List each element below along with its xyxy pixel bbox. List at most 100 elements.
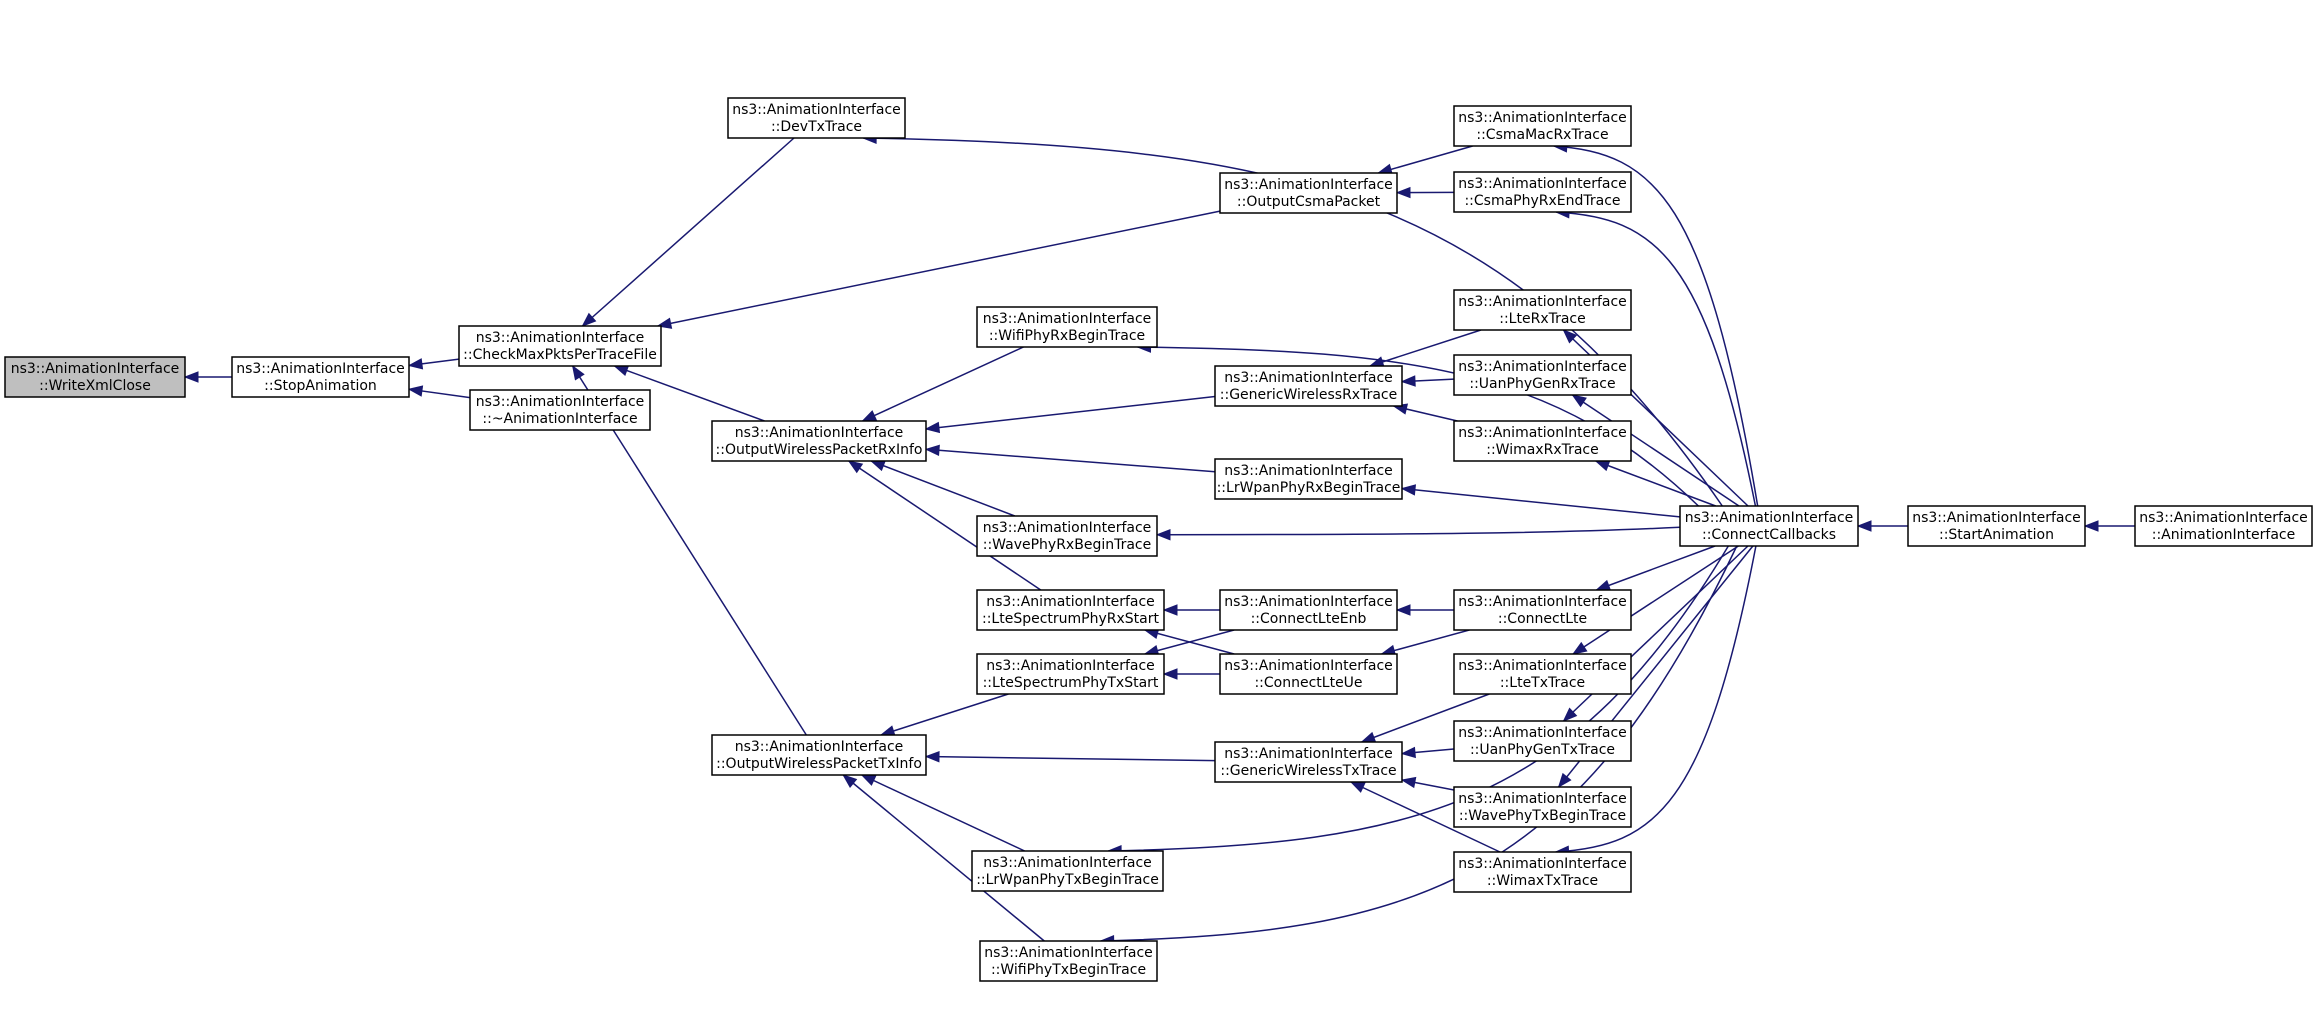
- node-method-label: ::OutputWirelessPacketTxInfo: [716, 756, 922, 772]
- node-box: [2134, 505, 2313, 547]
- node-class-label: ns3::AnimationInterface: [1224, 594, 1393, 610]
- node-lterx[interactable]: ns3::AnimationInterface::LteRxTrace: [1453, 289, 1632, 331]
- node-ctor[interactable]: ns3::AnimationInterface::AnimationInterf…: [2134, 505, 2313, 547]
- node-box: [976, 306, 1158, 348]
- node-genwrx[interactable]: ns3::AnimationInterface::GenericWireless…: [1214, 365, 1403, 407]
- edge-uantx-to-genwtx: [1400, 746, 1455, 759]
- edge-conlte-to-conlteenb: [1395, 604, 1454, 616]
- node-destructor[interactable]: ns3::AnimationInterface::~AnimationInter…: [469, 389, 651, 431]
- node-ltespectx[interactable]: ns3::AnimationInterface::LteSpectrumPhyT…: [976, 653, 1165, 695]
- node-method-label: ::LrWpanPhyTxBeginTrace: [976, 872, 1159, 888]
- edge-line: [925, 448, 1216, 473]
- node-class-label: ns3::AnimationInterface: [1458, 658, 1627, 674]
- edge-ltetx-to-genwtx: [1360, 693, 1490, 743]
- node-method-label: ::GenericWirelessRxTrace: [1220, 387, 1397, 403]
- node-ltespecrx[interactable]: ns3::AnimationInterface::LteSpectrumPhyR…: [976, 589, 1165, 631]
- edge-concb-to-lrwpantx: [1106, 545, 1729, 857]
- node-box: [1219, 589, 1398, 631]
- node-conlteue[interactable]: ns3::AnimationInterface::ConnectLteUe: [1219, 653, 1398, 695]
- edge-line: [1378, 145, 1473, 174]
- edge-wimaxrx-to-genwrx: [1392, 403, 1458, 422]
- arrowhead: [571, 364, 585, 381]
- edge-line: [862, 346, 1024, 422]
- node-method-label: ::ConnectLte: [1498, 611, 1587, 627]
- arrowhead: [1400, 484, 1417, 496]
- edge-line: [870, 460, 1016, 517]
- nodes-layer: ns3::AnimationInterface::WriteXmlClosens…: [4, 97, 2313, 982]
- edge-conlteenb-to-ltespectx: [1143, 629, 1235, 657]
- node-method-label: ::CsmaMacRxTrace: [1476, 127, 1608, 143]
- edge-line: [1381, 629, 1470, 655]
- arrowhead: [1360, 731, 1377, 743]
- node-method-label: ::AnimationInterface: [2152, 527, 2296, 543]
- node-method-label: ::ConnectLteEnb: [1251, 611, 1367, 627]
- arrowhead: [1162, 668, 1178, 680]
- arrowhead: [1594, 460, 1611, 472]
- node-writexml[interactable]: ns3::AnimationInterface::WriteXmlClose: [4, 356, 186, 398]
- arrowhead: [1400, 776, 1417, 789]
- node-startanim[interactable]: ns3::AnimationInterface::StartAnimation: [1907, 505, 2086, 547]
- node-ltetx[interactable]: ns3::AnimationInterface::LteTxTrace: [1453, 653, 1632, 695]
- node-method-label: ::StopAnimation: [264, 378, 377, 394]
- node-class-label: ns3::AnimationInterface: [476, 330, 645, 346]
- node-uantx[interactable]: ns3::AnimationInterface::UanPhyGenTxTrac…: [1453, 720, 1632, 762]
- node-method-label: ::WifiPhyRxBeginTrace: [989, 328, 1145, 344]
- node-stopanim[interactable]: ns3::AnimationInterface::StopAnimation: [231, 356, 410, 398]
- node-outwtx[interactable]: ns3::AnimationInterface::OutputWirelessP…: [711, 734, 927, 776]
- edge-conlteenb-to-ltespecrx: [1162, 604, 1220, 616]
- node-method-label: ::WavePhyTxBeginTrace: [1459, 808, 1626, 824]
- node-conlteenb[interactable]: ns3::AnimationInterface::ConnectLteEnb: [1219, 589, 1398, 631]
- edge-line: [1595, 460, 1716, 507]
- node-outwrx[interactable]: ns3::AnimationInterface::OutputWirelessP…: [711, 420, 927, 462]
- node-csmaphyrxend[interactable]: ns3::AnimationInterface::CsmaPhyRxEndTra…: [1453, 171, 1632, 213]
- node-method-label: ::WifiPhyTxBeginTrace: [991, 962, 1146, 978]
- node-waverx[interactable]: ns3::AnimationInterface::WavePhyRxBeginT…: [976, 515, 1158, 557]
- node-wimaxrx[interactable]: ns3::AnimationInterface::WimaxRxTrace: [1453, 420, 1632, 462]
- arrowhead: [1162, 604, 1178, 616]
- node-checkmax[interactable]: ns3::AnimationInterface::CheckMaxPktsPer…: [458, 325, 662, 367]
- node-uanrx[interactable]: ns3::AnimationInterface::UanPhyGenRxTrac…: [1453, 354, 1632, 396]
- node-method-label: ::WimaxRxTrace: [1486, 442, 1599, 458]
- node-class-label: ns3::AnimationInterface: [476, 394, 645, 410]
- node-wavetx[interactable]: ns3::AnimationInterface::WavePhyTxBeginT…: [1453, 786, 1632, 828]
- edge-line: [1401, 487, 1681, 518]
- node-lrwpantx[interactable]: ns3::AnimationInterface::LrWpanPhyTxBegi…: [971, 850, 1164, 892]
- node-box: [1453, 420, 1632, 462]
- arrowhead: [1562, 329, 1578, 344]
- arrowhead: [581, 312, 597, 327]
- node-conlte[interactable]: ns3::AnimationInterface::ConnectLte: [1453, 589, 1632, 631]
- node-devtx[interactable]: ns3::AnimationInterface::DevTxTrace: [727, 97, 906, 139]
- edge-waverx-to-outwrx: [869, 460, 1016, 517]
- node-genwtx[interactable]: ns3::AnimationInterface::GenericWireless…: [1214, 741, 1403, 783]
- node-wimaxtx[interactable]: ns3::AnimationInterface::WimaxTxTrace: [1453, 851, 1632, 893]
- node-outcsma[interactable]: ns3::AnimationInterface::OutputCsmaPacke…: [1219, 172, 1398, 214]
- edge-genwtx-to-outwtx: [924, 750, 1216, 763]
- edge-csmaphyrxend-to-outcsma: [1395, 186, 1455, 199]
- node-method-label: ::GenericWirelessTxTrace: [1220, 763, 1396, 779]
- edge-line: [842, 774, 1045, 942]
- edge-line: [1361, 693, 1490, 743]
- node-box: [231, 356, 410, 398]
- node-csmamacrx[interactable]: ns3::AnimationInterface::CsmaMacRxTrace: [1453, 105, 1632, 147]
- arrowhead: [183, 371, 199, 383]
- node-concb[interactable]: ns3::AnimationInterface::ConnectCallback…: [1679, 505, 1859, 547]
- node-method-label: ::WimaxTxTrace: [1487, 873, 1598, 889]
- node-class-label: ns3::AnimationInterface: [986, 658, 1155, 674]
- node-wifiphytx[interactable]: ns3::AnimationInterface::WifiPhyTxBeginT…: [979, 940, 1158, 982]
- arrowhead: [1571, 394, 1587, 408]
- edge-line: [1156, 526, 1681, 536]
- node-method-label: ::UanPhyGenTxTrace: [1470, 742, 1615, 758]
- node-class-label: ns3::AnimationInterface: [1458, 594, 1627, 610]
- node-lrwpanrx[interactable]: ns3::AnimationInterface::LrWpanPhyRxBegi…: [1214, 458, 1403, 500]
- node-box: [1453, 589, 1632, 631]
- node-box: [1453, 105, 1632, 147]
- node-box: [1214, 365, 1403, 407]
- arrowhead: [1395, 604, 1411, 616]
- node-wifiphyrx[interactable]: ns3::AnimationInterface::WifiPhyRxBeginT…: [976, 306, 1158, 348]
- edge-wifiphyrx-to-outwrx: [861, 346, 1024, 422]
- edge-concb-to-lrwpanrx: [1400, 484, 1681, 518]
- arrowhead: [1856, 520, 1872, 532]
- node-box: [1453, 851, 1632, 893]
- arrowhead: [1155, 528, 1171, 541]
